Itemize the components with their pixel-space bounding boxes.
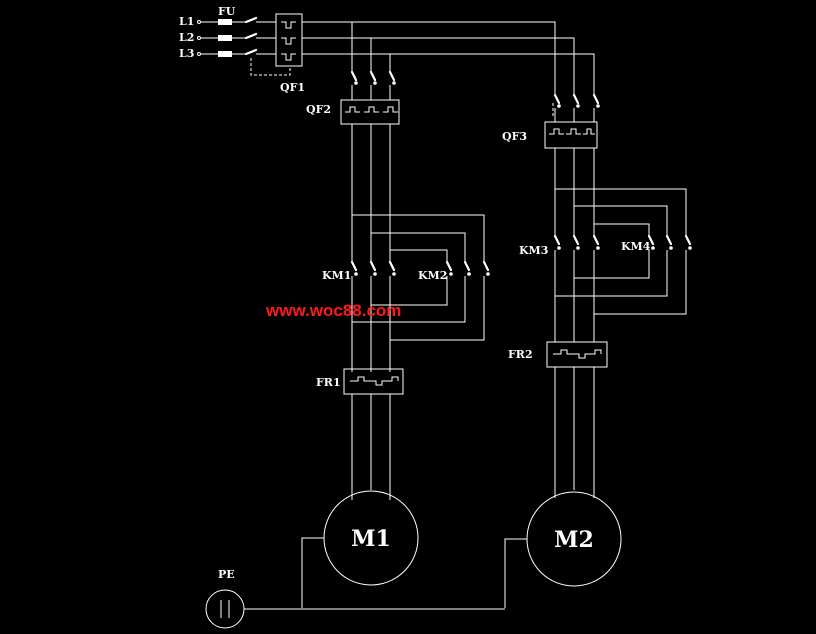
fuse-l1 xyxy=(218,19,232,25)
motor-m2-label: M2 xyxy=(554,527,594,553)
qf1-body xyxy=(275,13,303,67)
l2-label: L2 xyxy=(179,31,194,44)
fuse-l2 xyxy=(218,35,232,41)
terminal-l2 xyxy=(197,36,201,40)
motor-m1-label: M1 xyxy=(351,526,391,552)
qf1-contacts xyxy=(244,16,258,56)
l3-label: L3 xyxy=(179,47,194,60)
pe-ground-symbol xyxy=(205,589,245,629)
fr2-body xyxy=(546,341,608,368)
km1-label: KM1 xyxy=(322,269,351,282)
left-branch: QF2 KM1 KM2 FR1 M1 xyxy=(301,70,490,608)
right-branch: QF3 KM3 KM4 FR2 M2 xyxy=(502,93,692,608)
km1-contacts xyxy=(350,260,396,272)
pe-ground: PE xyxy=(205,568,505,629)
km2-label: KM2 xyxy=(418,269,447,282)
fuse-l3 xyxy=(218,51,232,57)
supply-section: FU L1 L2 L3 QF1 xyxy=(179,5,595,95)
pe-label: PE xyxy=(218,568,235,581)
km4-label: KM4 xyxy=(621,240,651,253)
qf2-body xyxy=(340,99,400,125)
fr1-body xyxy=(343,368,404,395)
km3-contacts xyxy=(553,234,600,246)
km4-contacts xyxy=(647,234,692,246)
l1-label: L1 xyxy=(179,15,194,28)
km2-contacts xyxy=(445,260,490,272)
terminal-l3 xyxy=(197,52,201,56)
fr1-label: FR1 xyxy=(316,376,341,389)
watermark-text: www.woc88.com xyxy=(265,301,401,320)
qf2-label: QF2 xyxy=(306,103,331,116)
km3-label: KM3 xyxy=(519,244,548,257)
terminal-l1 xyxy=(197,20,201,24)
qf1-label: QF1 xyxy=(280,81,305,94)
qf3-body xyxy=(544,121,598,149)
fu-label: FU xyxy=(218,5,236,18)
qf3-label: QF3 xyxy=(502,130,527,143)
fr2-label: FR2 xyxy=(508,348,533,361)
